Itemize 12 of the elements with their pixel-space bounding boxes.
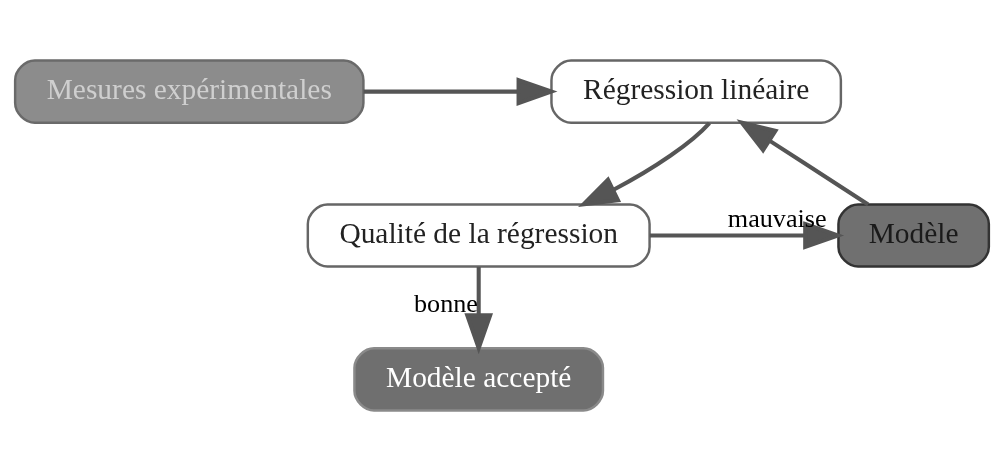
arrow [363,76,558,106]
node-box: Mesures expérimentales [13,58,365,124]
node-box: Qualité de la régression [306,202,651,268]
edge-label: mauvaise [727,203,827,233]
arrow [464,266,494,354]
arrow [578,121,711,207]
arrow [736,118,870,206]
node-box: Régression linéaire [550,58,843,124]
node-box: Modèle accepté [353,346,605,412]
node-box: Modèle [837,202,991,268]
arrow [649,220,845,250]
edge-label: bonne [414,288,478,318]
